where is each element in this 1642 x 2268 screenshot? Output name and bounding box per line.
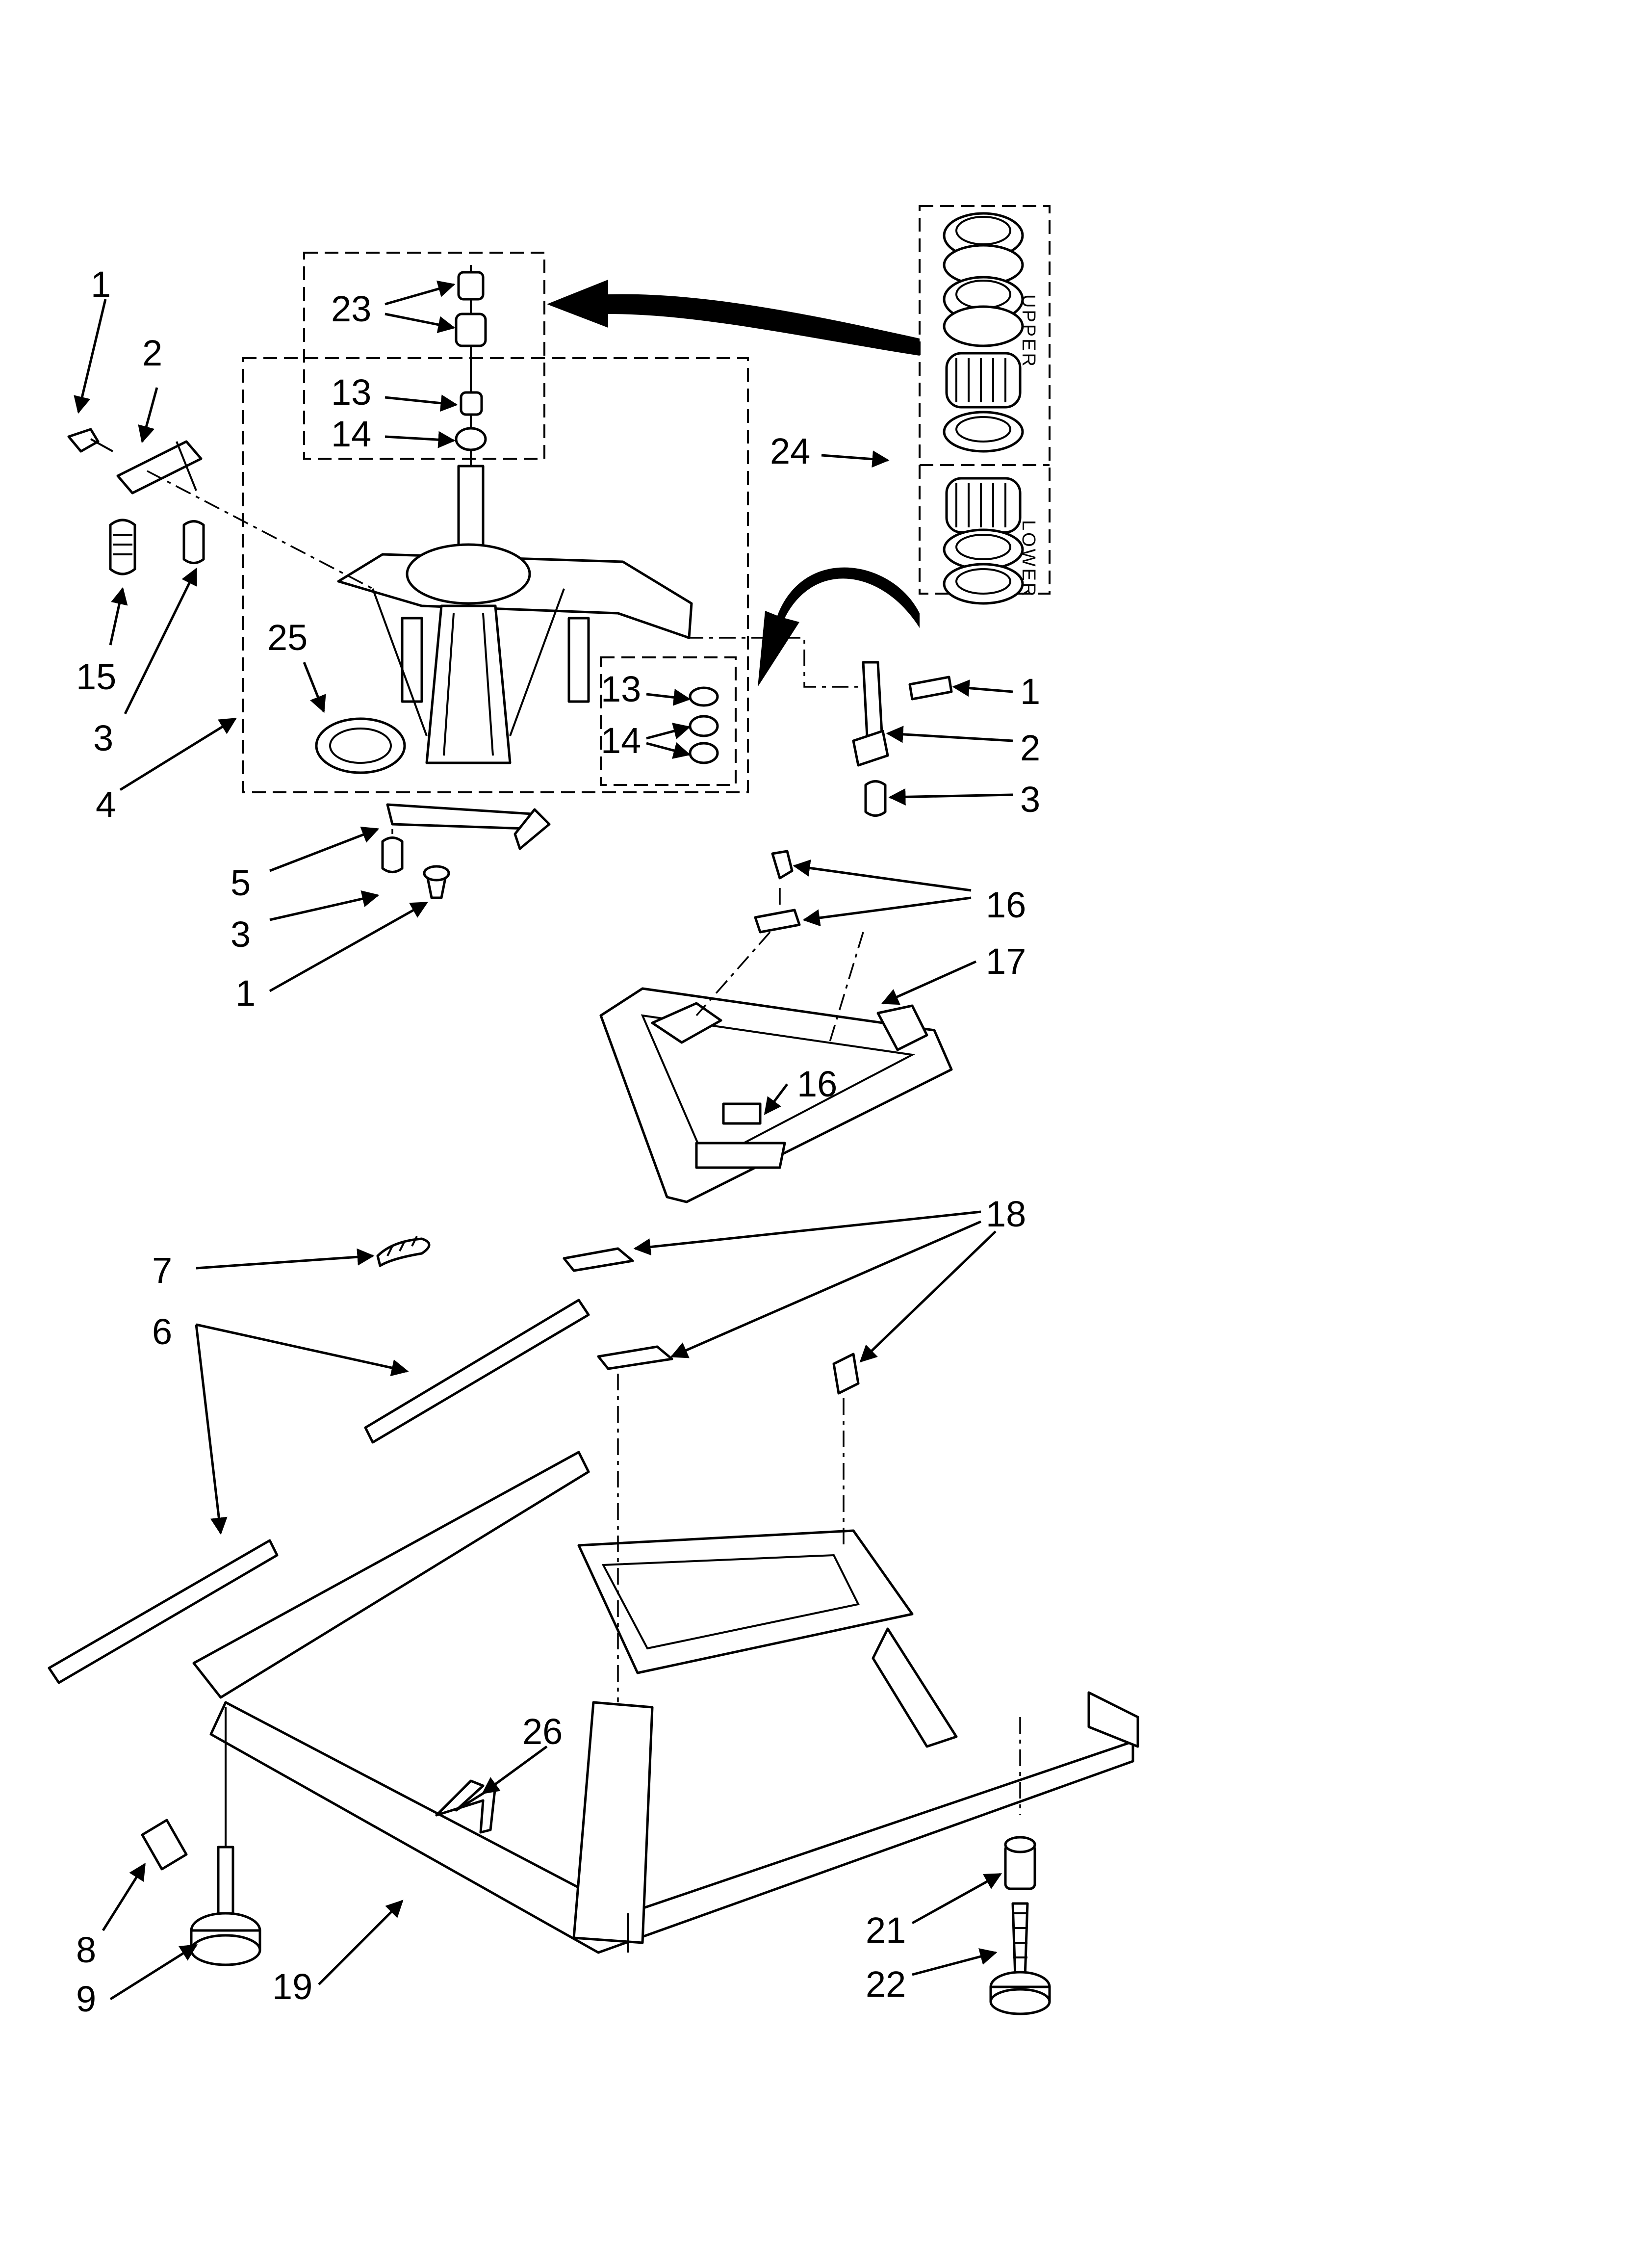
callout-22: 22 (866, 1964, 906, 2005)
bearing-kit-upper (943, 212, 1024, 453)
kit-arrow-lower (758, 567, 920, 687)
leveling-leg (141, 1819, 261, 1966)
callout-5: 5 (231, 862, 251, 903)
hub-bushings (455, 265, 487, 471)
callout-16-top: 16 (986, 885, 1026, 925)
callout-2-right: 2 (1020, 728, 1040, 768)
callout-6: 6 (152, 1311, 172, 1352)
base-frame (192, 1451, 1139, 1954)
callout-17: 17 (986, 941, 1026, 982)
callout-3-lower-left: 3 (231, 914, 251, 955)
callout-3-top-left: 3 (93, 718, 113, 758)
callout-26: 26 (522, 1711, 563, 1752)
callout-16-bottom: 16 (797, 1064, 837, 1104)
callout-14-lower: 14 (601, 720, 641, 761)
label-upper: UPPER (1018, 294, 1039, 368)
lower-bushing-box (600, 656, 737, 786)
label-lower: LOWER (1018, 520, 1039, 598)
callout-24: 24 (770, 431, 810, 471)
callout-14-upper: 14 (331, 414, 371, 454)
suspension-box (242, 357, 749, 793)
callout-25: 25 (267, 617, 308, 658)
suspension-spider (337, 465, 693, 764)
leader-lines (74, 280, 1013, 2001)
callout-15: 15 (76, 656, 116, 697)
leveling-foot (989, 1836, 1051, 2015)
right-bracket-group (687, 637, 953, 817)
lower-bushings (689, 686, 719, 764)
callout-8: 8 (76, 1929, 96, 1970)
pads (563, 1247, 860, 1395)
seal-ring (315, 717, 406, 774)
left-bracket-group (67, 428, 373, 590)
top-frame (599, 850, 953, 1203)
lower-left-bracket-group (381, 803, 551, 899)
kit-arrow-upper (547, 280, 920, 356)
callout-1-right: 1 (1020, 671, 1040, 712)
rails (48, 1236, 590, 1684)
callout-18: 18 (986, 1194, 1026, 1234)
callout-3-right: 3 (1020, 779, 1040, 820)
bearing-kit-lower (943, 477, 1024, 605)
callout-1-lower-left: 1 (235, 973, 256, 1014)
callout-4: 4 (96, 784, 116, 825)
callout-13-upper: 13 (331, 372, 371, 413)
callout-21: 21 (866, 1910, 906, 1951)
callout-7: 7 (152, 1250, 172, 1291)
callout-2-top-left: 2 (142, 333, 162, 373)
callout-13-lower: 13 (601, 669, 641, 709)
callout-1-top-left: 1 (91, 264, 111, 305)
callout-numbers: 1 2 23 13 14 24 15 3 25 4 13 14 1 2 3 5 … (76, 264, 1040, 2019)
hub-bushing-box (303, 252, 545, 460)
callout-9: 9 (76, 1979, 96, 2019)
callout-23: 23 (331, 288, 371, 329)
callout-19: 19 (272, 1966, 312, 2007)
